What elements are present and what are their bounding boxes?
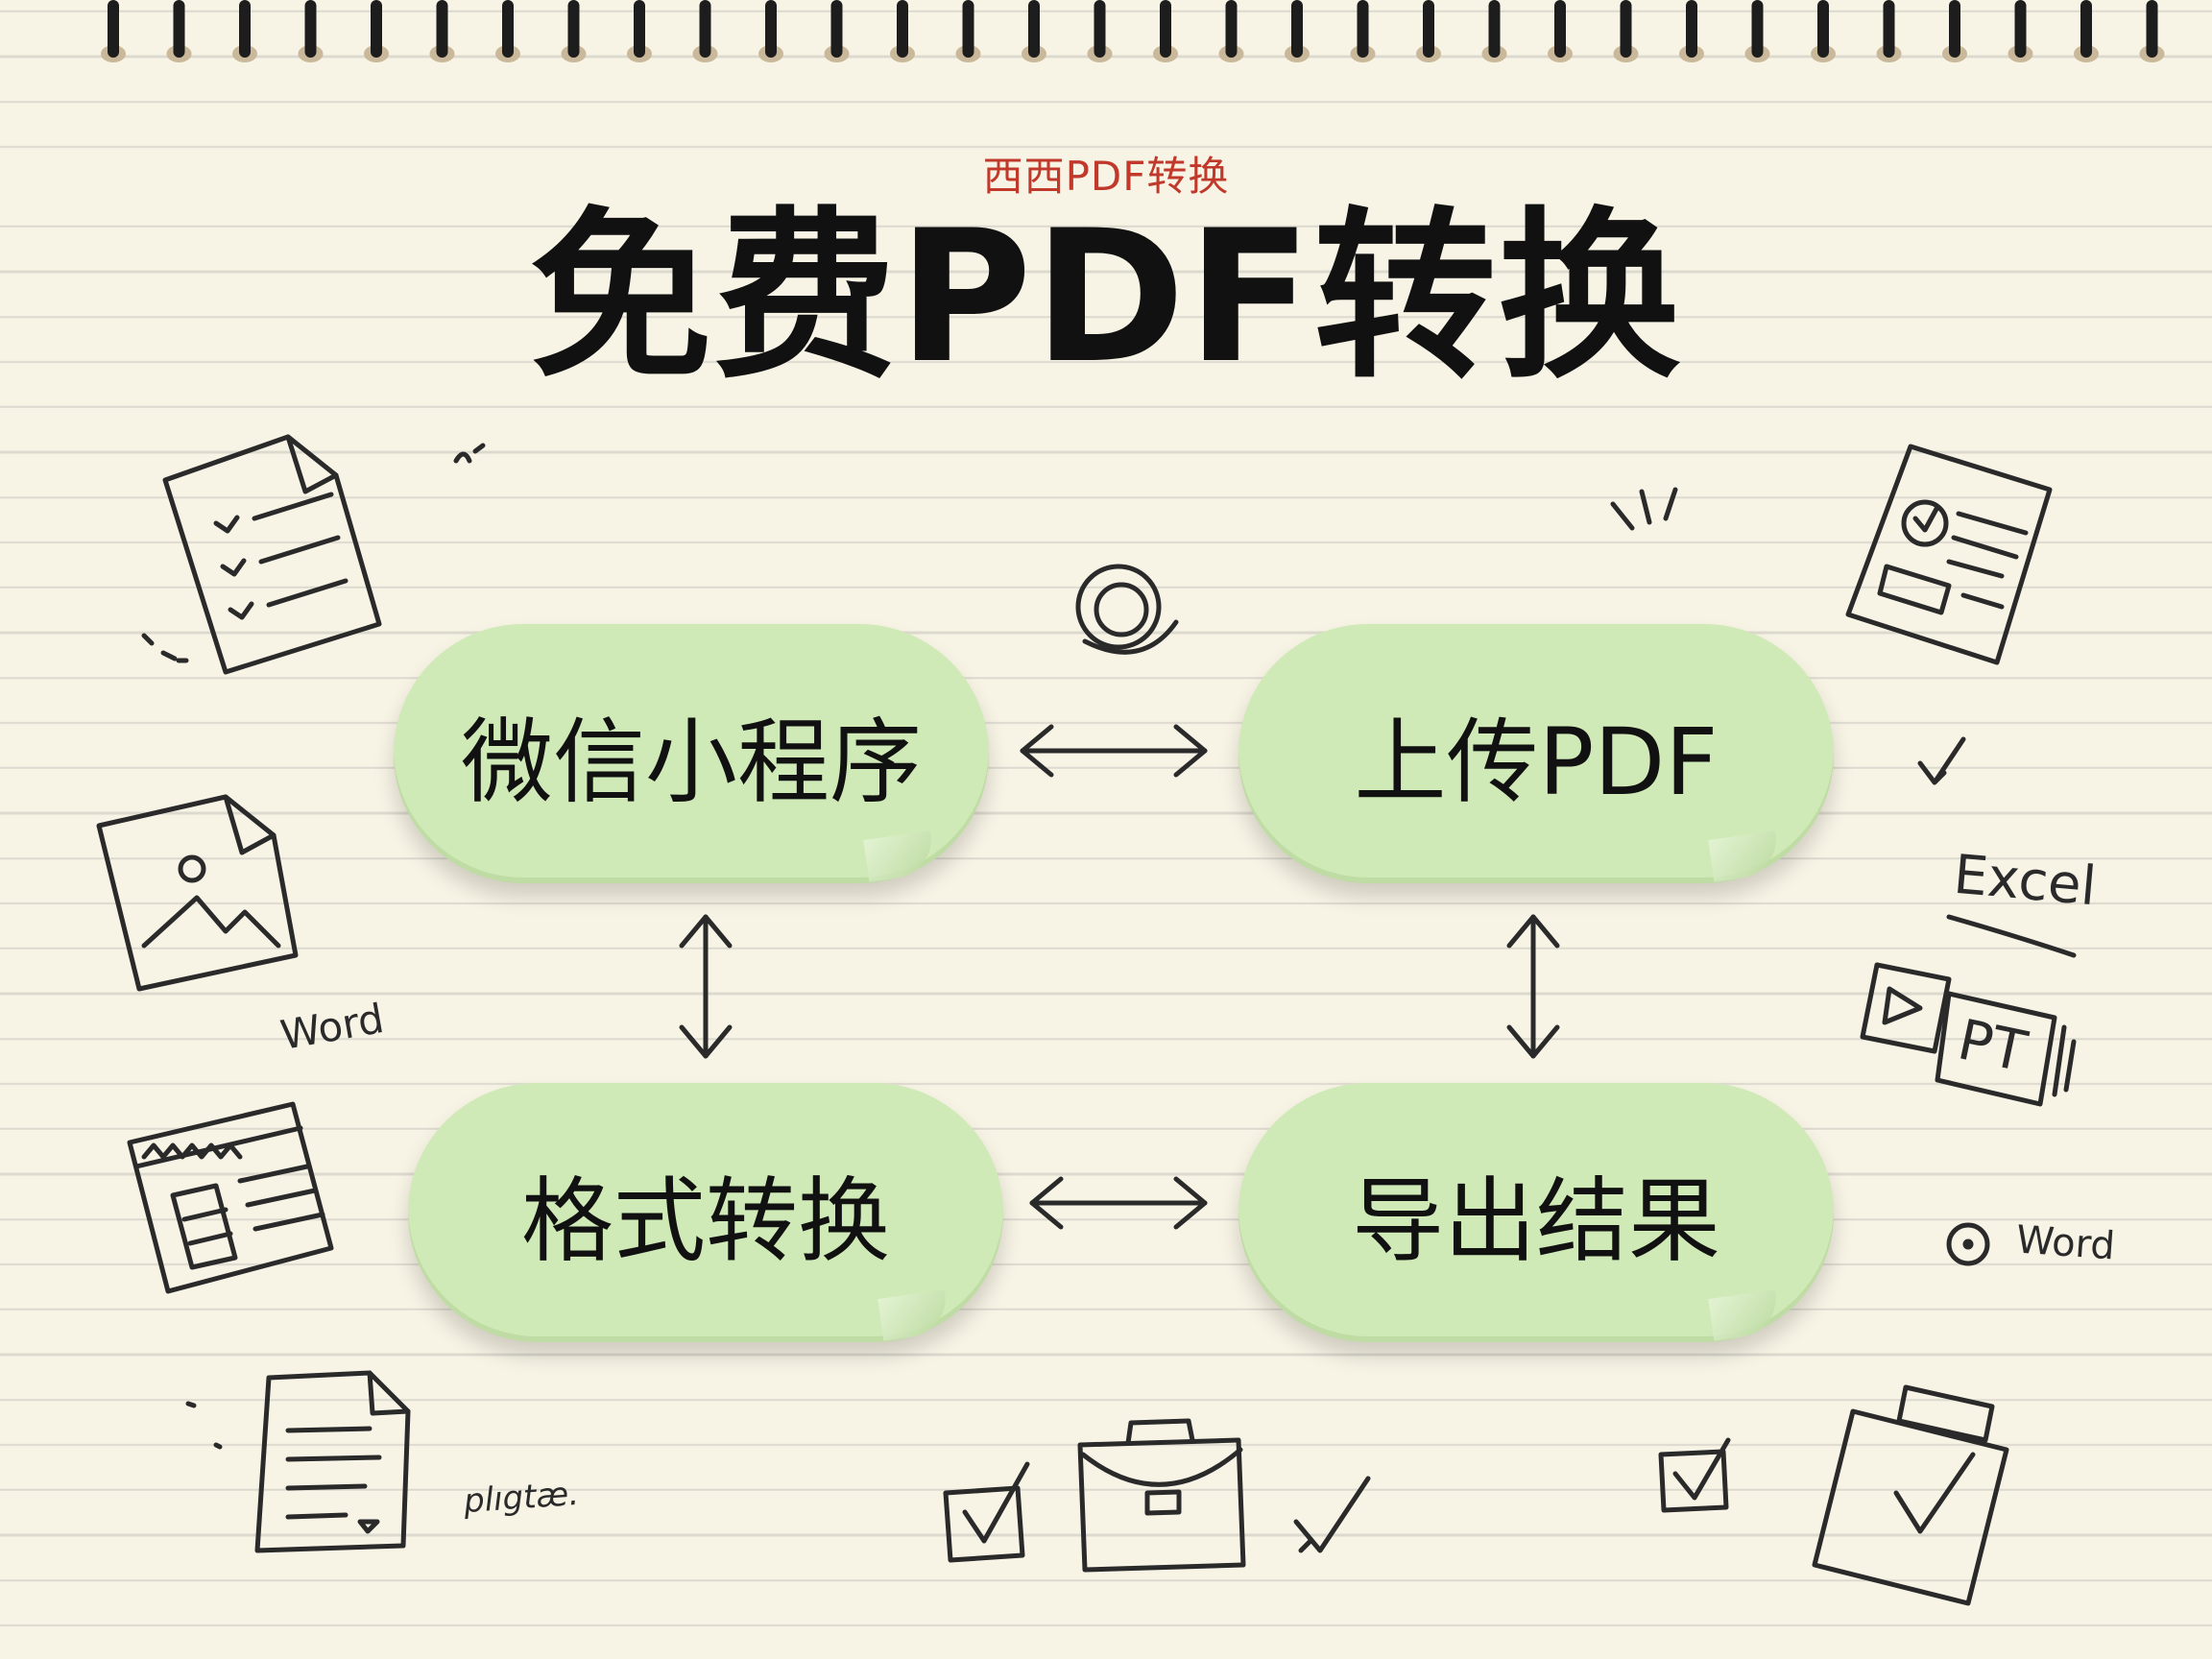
- binding-ring: [304, 0, 317, 58]
- image-file-icon: [96, 794, 299, 992]
- binding-ring: [371, 0, 382, 58]
- checklist-document-icon: [162, 434, 382, 675]
- binding-ring: [2146, 0, 2158, 58]
- binding-ring: [239, 0, 251, 58]
- underline-stroke: [1946, 914, 2077, 958]
- step-label: 微信小程序: [461, 708, 922, 816]
- binding-ring: [1094, 0, 1106, 58]
- binding-ring: [1817, 0, 1829, 58]
- binding-ring: [1686, 0, 1697, 58]
- binding-ring: [1357, 0, 1369, 58]
- binding-ring: [108, 0, 119, 58]
- binding-ring: [1225, 0, 1238, 58]
- arrow-left-vertical: [679, 914, 733, 1059]
- brand-label: 西西PDF转换: [982, 153, 1230, 200]
- binding-ring: [699, 0, 711, 58]
- spiral-binding: [101, 0, 2165, 62]
- briefcase-icon: [1077, 1418, 1246, 1573]
- step-mini-program: 微信小程序: [394, 624, 989, 883]
- spiral-icon: [1075, 564, 1179, 655]
- binding-ring: [1160, 0, 1171, 58]
- step-label: 上传PDF: [1354, 708, 1719, 816]
- bullet-circle-icon: [1946, 1222, 1990, 1266]
- step-export-result: 导出结果: [1238, 1083, 1834, 1342]
- scribble-label: plıgtæ.: [462, 1474, 581, 1522]
- binding-ring: [2080, 0, 2092, 58]
- binding-ring: [436, 0, 448, 58]
- checkbox-icon: [943, 1461, 1030, 1563]
- step-format-convert: 格式转换: [408, 1083, 1003, 1342]
- binding-ring: [962, 0, 974, 58]
- binding-ring: [1028, 0, 1040, 58]
- ppt-label: PT: [1952, 1006, 2032, 1085]
- binding-ring: [1423, 0, 1434, 58]
- step-upload-pdf: 上传PDF: [1238, 624, 1834, 883]
- arrow-right-vertical: [1506, 914, 1560, 1059]
- checkbox-icon: [1658, 1437, 1731, 1513]
- binding-ring: [567, 0, 580, 58]
- step-label: 格式转换: [521, 1166, 890, 1275]
- clipboard-check-icon: [1812, 1384, 2009, 1606]
- checkmark-icon: [1917, 736, 1966, 785]
- binding-ring: [765, 0, 777, 58]
- ppt-icon: [1860, 962, 2077, 1107]
- binding-ring: [634, 0, 645, 58]
- sparkle-icon: [141, 633, 189, 663]
- word-label-right: Word: [2014, 1217, 2117, 1269]
- profile-document-icon: [1845, 444, 2053, 665]
- binding-ring: [502, 0, 514, 58]
- binding-ring: [1554, 0, 1566, 58]
- sparkle-icon: [453, 443, 486, 464]
- text-document-icon: [254, 1370, 411, 1553]
- sparkle-icon: [1610, 487, 1678, 531]
- excel-label: Excel: [1951, 843, 2099, 919]
- binding-ring: [1883, 0, 1895, 58]
- binding-ring: [1291, 0, 1303, 58]
- binding-ring: [2014, 0, 2027, 58]
- page-title: 免费PDF转换: [529, 191, 1683, 403]
- sparkle-icon: [185, 1401, 223, 1450]
- spreadsheet-window-icon: [127, 1101, 334, 1294]
- binding-ring: [173, 0, 185, 58]
- checkmark-icon: [1293, 1476, 1371, 1553]
- arrow-top-horizontal: [1020, 724, 1208, 778]
- arrow-bottom-horizontal: [1029, 1176, 1208, 1230]
- binding-ring: [897, 0, 908, 58]
- binding-ring: [830, 0, 843, 58]
- binding-ring: [1949, 0, 1960, 58]
- binding-ring: [1751, 0, 1764, 58]
- bullet-dot-icon: [1962, 1238, 1974, 1250]
- binding-ring: [1620, 0, 1632, 58]
- binding-ring: [1488, 0, 1501, 58]
- step-label: 导出结果: [1352, 1166, 1720, 1275]
